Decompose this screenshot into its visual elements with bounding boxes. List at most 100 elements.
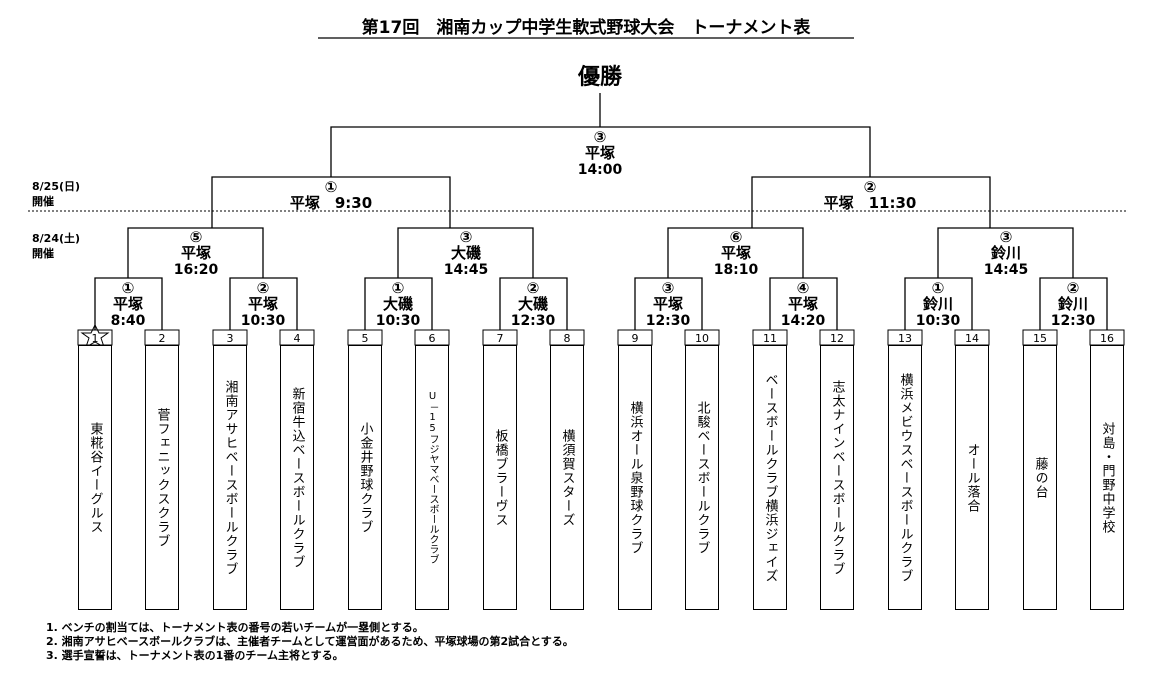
seed-number: 1: [92, 332, 99, 345]
note-line: 1. ベンチの割当ては、トーナメント表の番号の若いチームが一塁側とする。: [46, 621, 424, 634]
r1-time: 14:20: [781, 313, 826, 329]
team-name: 横浜メビウスベースボールクラブ: [897, 372, 913, 583]
team-name: U－15フジヤマベースボールクラブ: [427, 391, 438, 564]
quarter-time: 14:45: [984, 262, 1029, 278]
held-day1: 開催: [32, 246, 54, 260]
match-line: [127, 227, 264, 278]
seed-number: 14: [965, 332, 979, 345]
match-line: [397, 227, 534, 278]
r1-venue: 大磯: [383, 295, 413, 313]
seed-number: 5: [362, 332, 369, 345]
r1-time: 12:30: [646, 313, 691, 329]
team-box: ベースボールクラブ横浜ジェイズ: [753, 345, 787, 610]
team-box: オール落合: [955, 345, 989, 610]
quarter-venue: 鈴川: [991, 244, 1021, 262]
team-box: 横浜オール泉野球クラブ: [618, 345, 652, 610]
seed-number: 15: [1033, 332, 1047, 345]
r1-number: ③: [662, 279, 675, 297]
seed-number: 11: [763, 332, 777, 345]
bracket-lines: [94, 93, 1108, 330]
semi-number: ①: [325, 178, 338, 196]
quarter-time: 14:45: [444, 262, 489, 278]
team-name: 藤の台: [1032, 456, 1048, 499]
team-name: ベースボールクラブ横浜ジェイズ: [762, 372, 778, 583]
team-box: 新宿牛込ベースボールクラブ: [280, 345, 314, 610]
match-line: [751, 176, 991, 228]
seed-number: 6: [429, 332, 436, 345]
team-box: 対島・門野中学校: [1090, 345, 1124, 610]
r1-venue: 平塚: [113, 295, 143, 313]
seed-number: 2: [159, 332, 166, 345]
semi-number: ②: [864, 178, 877, 196]
r1-time: 8:40: [111, 313, 146, 329]
seed-number: 4: [294, 332, 301, 345]
note-line: 2. 湘南アサヒベースボールクラブは、主催者チームとして運営面があるため、平塚球…: [46, 635, 574, 648]
team-box: 東糀谷イーグルス: [78, 345, 112, 610]
match-line: [937, 227, 1074, 278]
seed-number: 10: [695, 332, 709, 345]
quarter-time: 18:10: [714, 262, 759, 278]
team-name: 湘南アサヒベースボールクラブ: [222, 379, 238, 576]
final-number: ③: [594, 128, 607, 146]
seed-number: 12: [830, 332, 844, 345]
match-line: [667, 227, 804, 278]
seed-number: 16: [1100, 332, 1114, 345]
team-box: 菅フェニックスクラブ: [145, 345, 179, 610]
r1-venue: 鈴川: [1058, 295, 1088, 313]
note-line: 3. 選手宣誓は、トーナメント表の1番のチーム主将とする。: [46, 649, 344, 662]
seed-number: 8: [564, 332, 571, 345]
team-box: 藤の台: [1023, 345, 1057, 610]
team-name: 横須賀スターズ: [559, 428, 575, 527]
round1-labels: ① 平塚 8:40 ② 平塚 10:30 ① 大磯 10:30 ② 大磯 12:…: [111, 279, 1096, 329]
team-name: オール落合: [964, 442, 980, 513]
seed-number: 3: [227, 332, 234, 345]
quarter-number: ⑥: [730, 228, 743, 246]
seed-number: 13: [898, 332, 912, 345]
r1-time: 10:30: [241, 313, 286, 329]
r1-time: 12:30: [511, 313, 556, 329]
r1-number: ④: [797, 279, 810, 297]
r1-number: ②: [527, 279, 540, 297]
r1-number: ①: [392, 279, 405, 297]
r1-venue: 鈴川: [923, 295, 953, 313]
r1-venue: 平塚: [248, 295, 278, 313]
r1-number: ①: [122, 279, 135, 297]
r1-number: ②: [1067, 279, 1080, 297]
star-icon: [80, 323, 110, 349]
r1-time: 12:30: [1051, 313, 1096, 329]
notes: 1. ベンチの割当ては、トーナメント表の番号の若いチームが一塁側とする。 2. …: [46, 621, 574, 663]
team-name: 対島・門野中学校: [1099, 421, 1115, 534]
quarter-number: ③: [460, 228, 473, 246]
r1-venue: 平塚: [653, 295, 683, 313]
team-box: U－15フジヤマベースボールクラブ: [415, 345, 449, 610]
quarter-number: ⑤: [190, 228, 203, 246]
semi-label: 平塚 9:30: [290, 194, 372, 212]
seed-number: 9: [632, 332, 639, 345]
quarter-venue: 大磯: [451, 244, 481, 262]
team-box: 志太ナインベースボールクラブ: [820, 345, 854, 610]
final-time: 14:00: [578, 162, 623, 178]
quarter-number: ③: [1000, 228, 1013, 246]
champion-label: 優勝: [577, 65, 623, 90]
r1-number: ②: [257, 279, 270, 297]
team-name: 小金井野球クラブ: [357, 421, 373, 534]
team-name: 板橋ブラーヴス: [492, 428, 508, 527]
team-box: 横須賀スターズ: [550, 345, 584, 610]
team-name: 東糀谷イーグルス: [87, 421, 103, 534]
r1-time: 10:30: [376, 313, 421, 329]
r1-venue: 平塚: [788, 295, 818, 313]
team-box: 北駿ベースボールクラブ: [685, 345, 719, 610]
seed-number: 7: [497, 332, 504, 345]
semi-label: 平塚 11:30: [824, 194, 917, 212]
team-name: 横浜オール泉野球クラブ: [627, 400, 643, 555]
team-box: 板橋ブラーヴス: [483, 345, 517, 610]
date-day1: 8/24(土): [32, 231, 80, 245]
r1-venue: 大磯: [518, 295, 548, 313]
team-box: 横浜メビウスベースボールクラブ: [888, 345, 922, 610]
team-box: 小金井野球クラブ: [348, 345, 382, 610]
r1-number: ①: [932, 279, 945, 297]
team-box: 湘南アサヒベースボールクラブ: [213, 345, 247, 610]
team-name: 北駿ベースボールクラブ: [694, 400, 710, 555]
team-name: 志太ナインベースボールクラブ: [829, 379, 845, 576]
